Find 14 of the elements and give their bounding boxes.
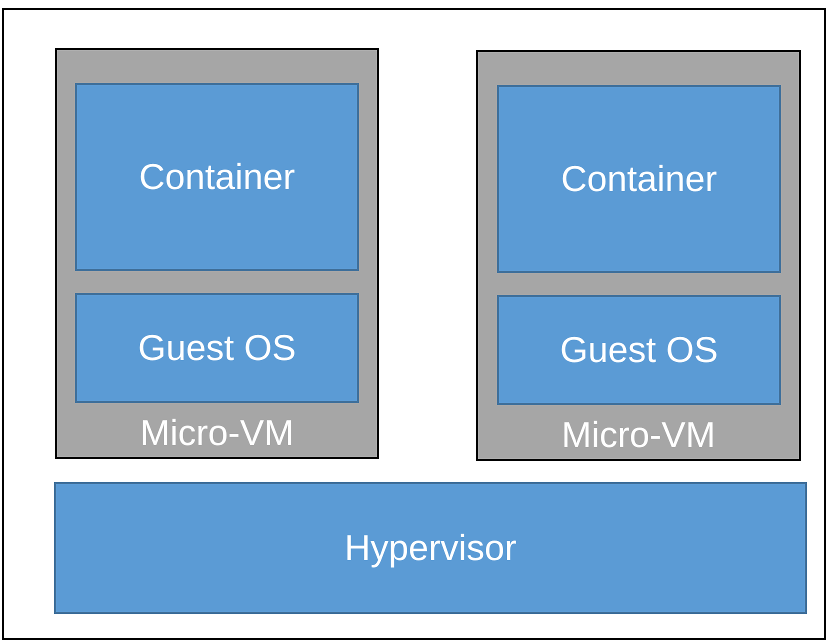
box-title: Micro-VM: [139, 413, 295, 453]
layer-label: Guest OS: [138, 327, 296, 369]
layer-label: Container: [138, 156, 296, 198]
micro-vm-box: [55, 48, 379, 459]
layer-box: [54, 482, 807, 614]
layer-label: Guest OS: [560, 329, 718, 371]
layer-box: [497, 295, 781, 405]
layer-box: [75, 293, 359, 403]
layer-label: Container: [560, 158, 718, 200]
layer-box: [497, 85, 781, 273]
micro-vm-box: [476, 50, 801, 461]
layer-label: Hypervisor: [344, 527, 517, 569]
box-title: Micro-VM: [560, 415, 716, 455]
layer-box: [75, 83, 359, 271]
